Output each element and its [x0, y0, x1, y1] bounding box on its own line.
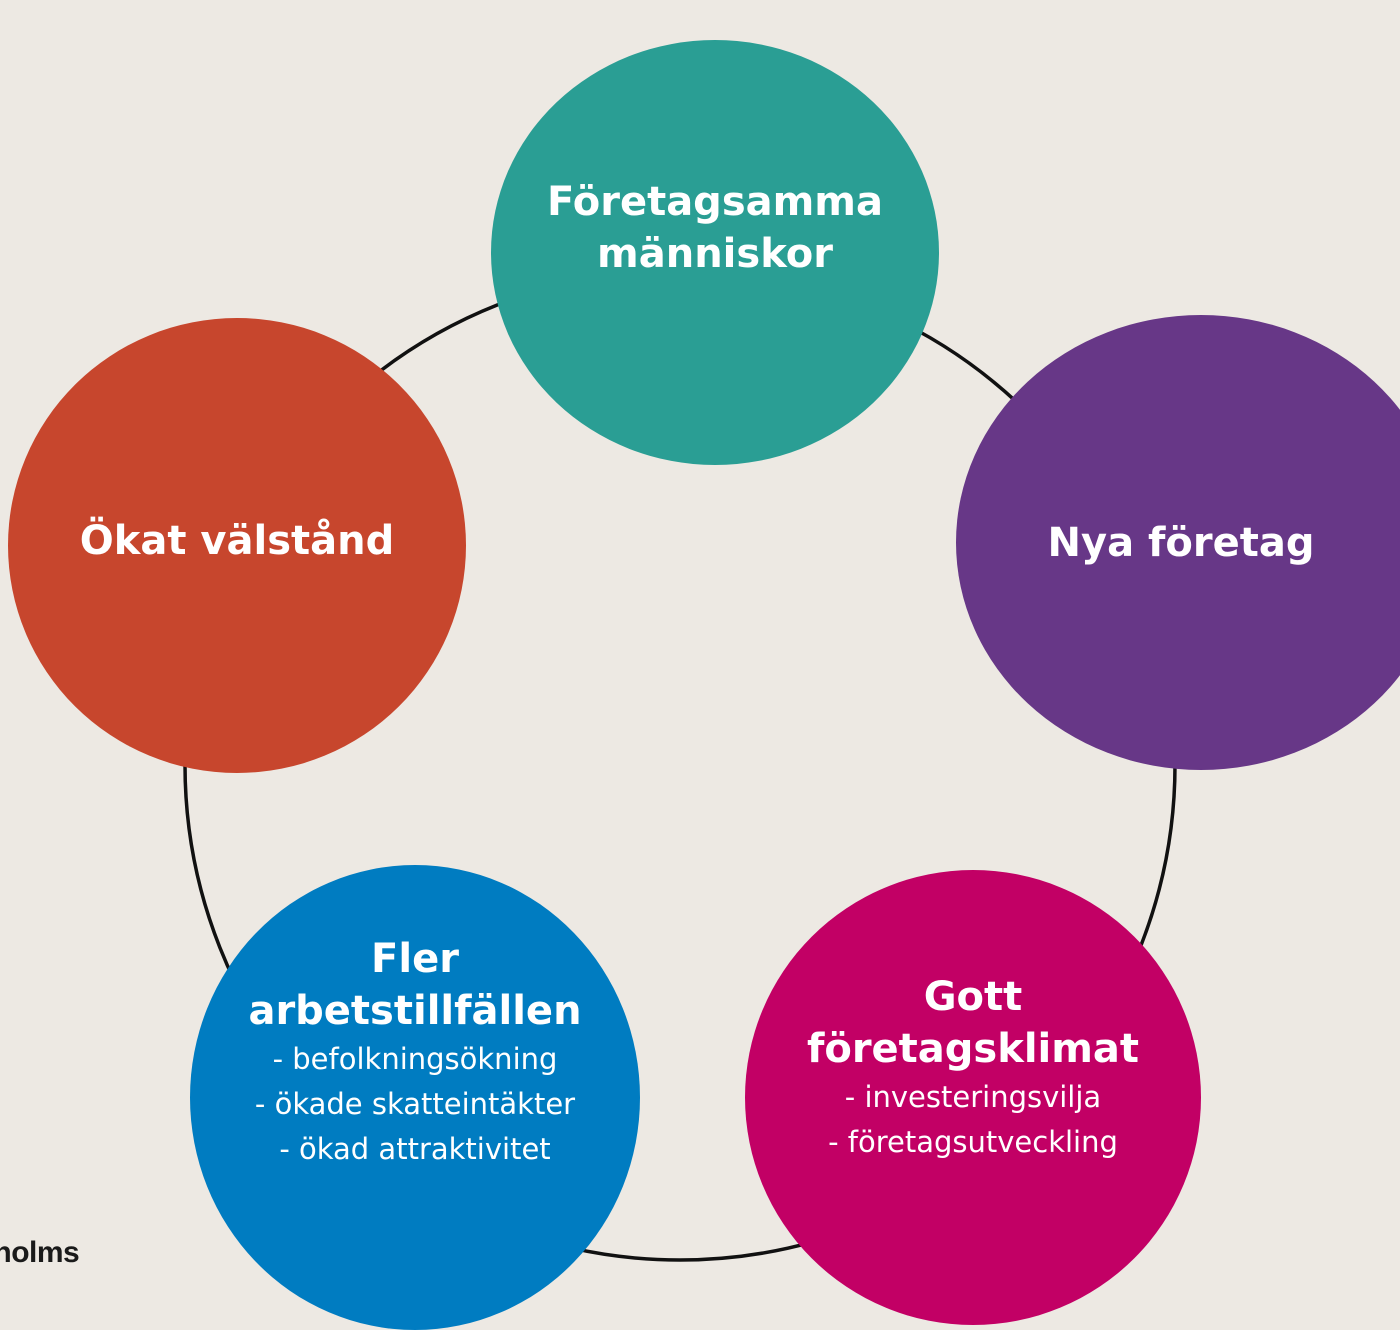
- node-detail-list: - investeringsvilja - företagsutveckling: [828, 1075, 1118, 1165]
- node-foretagsamma-manniskor: Företagsamma människor: [491, 40, 939, 465]
- stockholms-stad-logo: ckholms d: [0, 1236, 136, 1310]
- node-detail: - ökad attraktivitet: [279, 1131, 551, 1166]
- node-gott-foretagsklimat: Gott företagsklimat - investeringsvilja …: [745, 870, 1201, 1325]
- node-fler-arbetstillfallen: Fler arbetstillfällen - befolkningsöknin…: [190, 865, 640, 1330]
- node-title: Företagsamma människor: [547, 178, 883, 277]
- node-title: Gott företagsklimat: [806, 973, 1140, 1072]
- node-detail-list: - befolkningsökning - ökade skatteintäkt…: [255, 1037, 575, 1172]
- node-detail: - befolkningsökning: [272, 1042, 558, 1077]
- logo-text: ckholms d: [0, 1236, 80, 1269]
- node-title: Fler arbetstillfällen: [248, 936, 582, 1035]
- node-nya-foretag: Nya företag: [956, 315, 1400, 770]
- node-detail: - företagsutveckling: [828, 1124, 1118, 1159]
- node-title: Nya företag: [1047, 519, 1315, 566]
- node-title: Ökat välstånd: [79, 517, 395, 564]
- node-okat-valstand: Ökat välstånd: [8, 318, 466, 773]
- node-detail: - investeringsvilja: [844, 1079, 1102, 1114]
- node-detail: - ökade skatteintäkter: [254, 1087, 576, 1122]
